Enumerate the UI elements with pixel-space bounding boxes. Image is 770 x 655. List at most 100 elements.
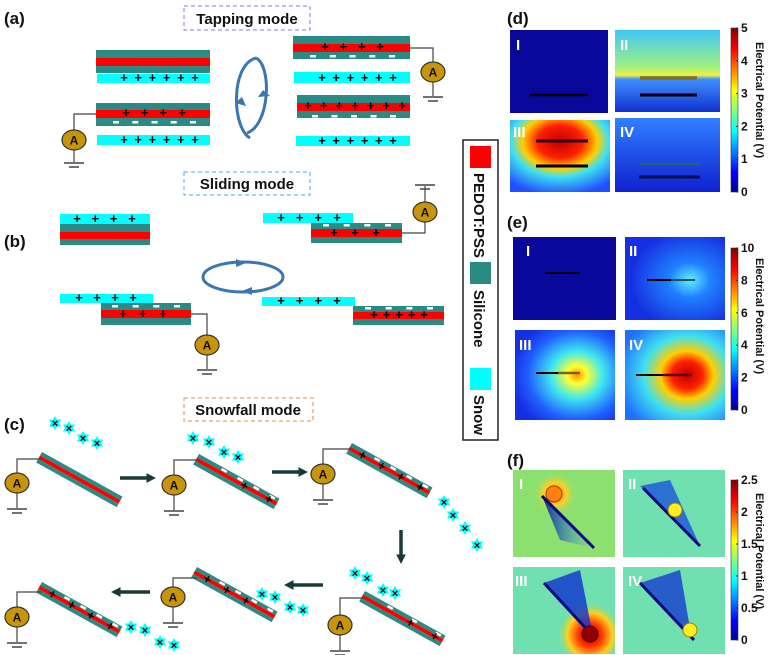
snowflake-charge: × — [157, 637, 163, 649]
silicone-layer — [36, 588, 119, 638]
tapping-mode-diagram: ++++++++++++++++A++++++++++A++++++++++++… — [61, 36, 446, 168]
silicone-layer — [193, 460, 276, 510]
plus-charge: + — [277, 293, 285, 308]
pedot-pss-layer — [38, 455, 121, 504]
pedot-pss-layer — [96, 58, 210, 66]
minus-charge — [331, 115, 338, 118]
colorbar-tick-label-f: 0 — [741, 633, 748, 647]
pedot-pss-layer — [297, 103, 410, 111]
plus-charge: + — [370, 307, 378, 322]
ammeter-label: A — [421, 206, 430, 220]
snowflake-charge: × — [142, 625, 148, 637]
plus-charge: + — [129, 290, 137, 305]
minus-charge — [79, 604, 87, 610]
plus-charge: + — [347, 133, 355, 148]
plus-charge: + — [333, 210, 341, 225]
snowflake-charge: × — [221, 447, 227, 459]
plus-charge: + — [351, 98, 359, 113]
tilted-device: ++ — [359, 591, 446, 647]
silicone-layer — [96, 66, 210, 73]
snowflake-charge: × — [462, 523, 468, 535]
panel-label-d: (d) — [507, 9, 529, 28]
snowflake-charge: × — [441, 497, 447, 509]
snowflake-charge: × — [380, 585, 386, 597]
plus-charge: + — [177, 70, 185, 85]
plus-charge: + — [139, 306, 147, 321]
sliding-mode-box — [183, 171, 311, 196]
plus-charge: + — [141, 105, 149, 120]
ammeter-label: A — [70, 134, 79, 148]
minus-charge — [310, 55, 316, 58]
wire — [402, 222, 426, 234]
legend-label-pedot: PEDOT:PSS — [470, 173, 487, 258]
plus-charge: + — [358, 39, 366, 54]
silicone-layer — [36, 458, 119, 508]
plus-charge: + — [333, 293, 341, 308]
snowflake-icon — [446, 508, 460, 522]
plus-charge: + — [361, 133, 369, 148]
tapping-mode-title: Tapping mode — [196, 11, 297, 28]
colorbar-tick-label-f: 1.5 — [741, 537, 758, 551]
minus-charge — [351, 115, 357, 118]
colorbar-title-e: Electrical Potential (V) — [753, 258, 765, 374]
snowflake-icon — [231, 450, 245, 464]
snowflake-charge: × — [171, 640, 177, 652]
snow-layer — [294, 72, 410, 83]
minus-charge — [385, 307, 392, 310]
colorbar-title-f: Electrical Potential (V) — [753, 493, 765, 609]
silicone-layer — [60, 239, 150, 245]
minus-charge — [386, 604, 394, 611]
snowflake-charge: × — [52, 418, 58, 430]
snowflake-icon — [283, 600, 297, 614]
legend: PEDOT:PSS Silicone Snow — [462, 139, 499, 441]
silicone-layer — [96, 103, 210, 110]
panel-label-b: (b) — [4, 232, 26, 251]
silicone-layer — [311, 237, 402, 243]
ammeter-label: A — [13, 477, 22, 491]
plus-charge: + — [321, 39, 329, 54]
plus-charge: + — [177, 132, 185, 147]
wire — [73, 113, 96, 130]
minus-charge — [405, 474, 413, 480]
plus-charge: + — [149, 132, 157, 147]
snow-layer — [263, 213, 353, 223]
plus-charge: + — [372, 225, 380, 240]
snow-particles: ×××× — [437, 495, 484, 552]
colorbar-e — [731, 248, 738, 410]
plus-charge: + — [315, 293, 323, 308]
snowflake-icon — [202, 435, 216, 449]
snowflake-charge: × — [235, 452, 241, 464]
colorbar-frame-d — [730, 27, 739, 193]
ammeter-label: A — [336, 619, 345, 633]
device-schematics: ++++++++++++++++A++++++++++A++++++++++++… — [4, 36, 484, 655]
sliding-mode-title: Sliding mode — [200, 176, 294, 193]
ammeter-label: A — [203, 339, 212, 353]
pedot-pss-layer — [101, 310, 191, 318]
minus-charge — [132, 305, 139, 308]
silicone-layer — [363, 591, 446, 640]
sublabel-d-III: III — [513, 124, 526, 141]
plus-charge: + — [420, 307, 428, 322]
minus-charge — [112, 622, 119, 628]
minus-charge — [427, 307, 433, 310]
minus-charge — [410, 618, 418, 624]
process-arrow-icon — [111, 587, 150, 597]
snowflake-icon — [153, 635, 167, 649]
snow-particles: ×××× — [48, 416, 104, 450]
panel-d-maps: I II III IV — [510, 30, 720, 192]
minus-charge — [151, 121, 158, 124]
sliding-cycle-arrow-icon — [201, 259, 285, 295]
minus-charge — [329, 55, 336, 58]
pedot-pss-layer — [96, 110, 210, 118]
plus-charge: + — [93, 290, 101, 305]
snowflake-icon — [48, 416, 62, 430]
colorbar-tick-label-d: 5 — [741, 21, 748, 35]
map-e-I — [513, 237, 616, 320]
snowflake-icon — [376, 583, 390, 597]
minus-charge — [170, 121, 177, 124]
snowflake-charge: × — [300, 605, 306, 617]
minus-charge — [174, 305, 180, 308]
plus-charge: + — [351, 225, 359, 240]
snow-layer — [296, 136, 410, 146]
minus-charge — [220, 467, 228, 474]
